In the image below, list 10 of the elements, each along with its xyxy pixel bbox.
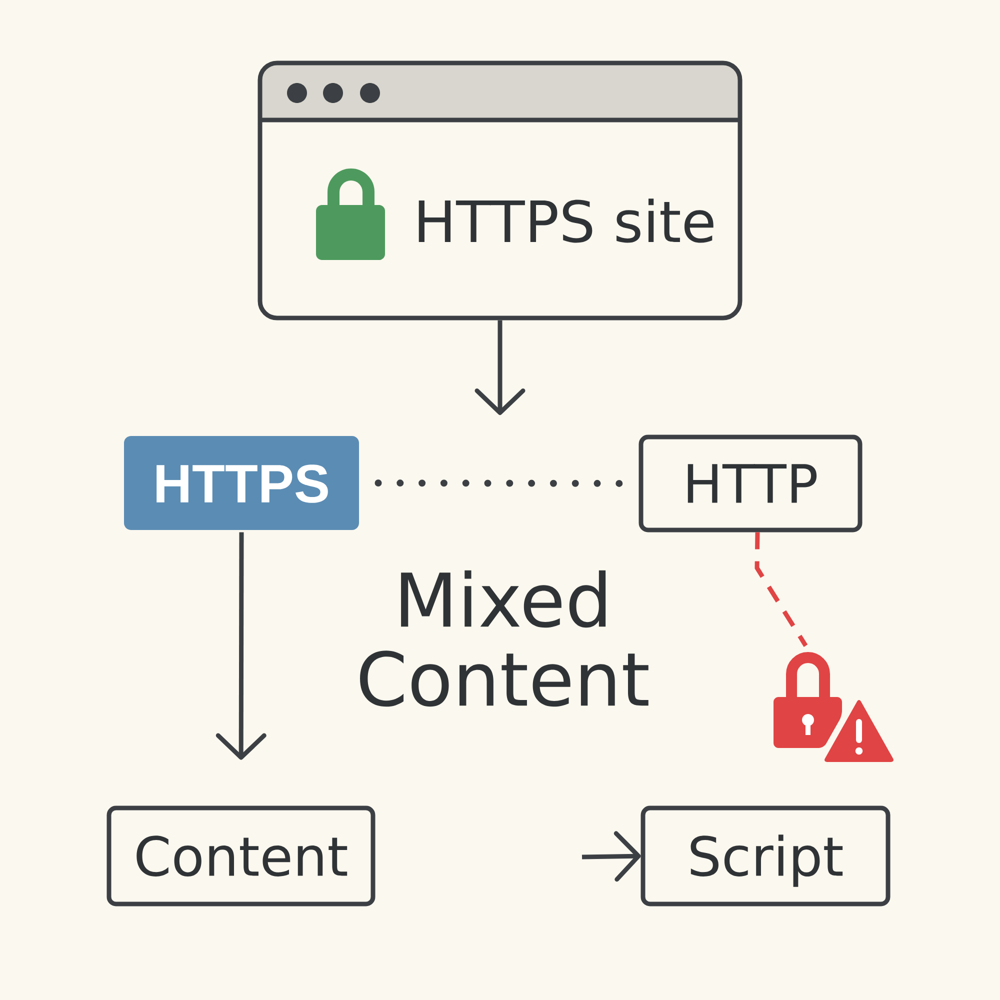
arrow xyxy=(216,532,266,760)
label-box: HTTP xyxy=(638,434,862,532)
label-box: Content xyxy=(106,806,376,906)
label-box: Script xyxy=(640,806,890,906)
dashed-line xyxy=(754,532,808,647)
lock-warning-icon xyxy=(774,652,894,762)
dotted-line xyxy=(374,480,624,487)
site-label: HTTPS site xyxy=(418,198,714,243)
label-box: HTTPS xyxy=(124,436,359,530)
center-label: Mixed Content xyxy=(360,570,648,707)
